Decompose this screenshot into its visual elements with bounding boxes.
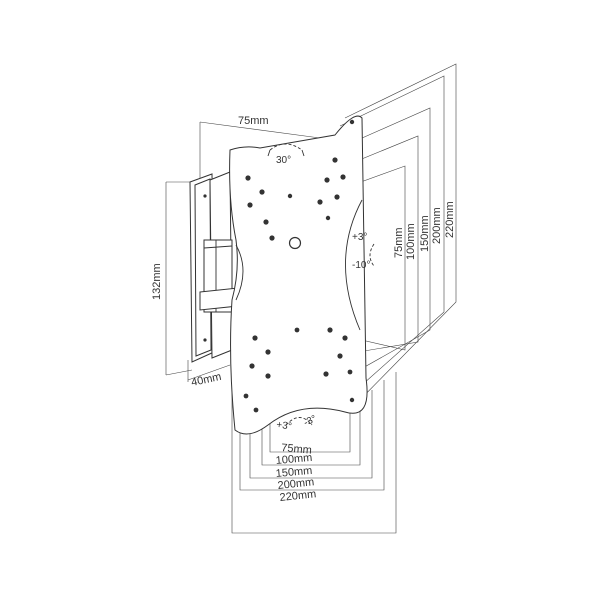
vesa-horizontal-150: 150mm	[275, 465, 313, 480]
depth-label: 40mm	[190, 371, 222, 389]
side-tilt-up-label: +3°	[352, 232, 367, 243]
rotation-arc	[285, 417, 313, 426]
rotate-plus-label: +3°	[276, 420, 293, 433]
depth-dimension	[187, 360, 231, 382]
vesa-horizontal-220: 220mm	[279, 488, 317, 504]
side-tilt-down-label: -10°	[352, 260, 370, 271]
tilt-arc	[267, 143, 305, 157]
top-width-label: 75mm	[238, 115, 269, 127]
vesa-vertical-100: 100mm	[405, 223, 417, 260]
vertical-dimension-lines	[324, 63, 457, 411]
height-label: 132mm	[151, 263, 163, 300]
height-dimension	[165, 181, 193, 376]
plate-holes	[243, 119, 355, 413]
vesa-vertical-220: 220mm	[444, 201, 456, 238]
tilt-angle-label: 30°	[276, 155, 291, 166]
vesa-vertical-150: 150mm	[419, 215, 431, 252]
center-hole	[288, 236, 302, 250]
vesa-vertical-75: 75mm	[393, 227, 405, 258]
vesa-horizontal-75: 75mm	[281, 442, 312, 457]
side-tilt-arc	[369, 243, 375, 267]
vesa-line-100-vertical	[329, 135, 419, 356]
vesa-line-200-vertical	[339, 75, 445, 401]
wall-bracket	[189, 171, 239, 363]
vesa-horizontal-200: 200mm	[277, 476, 315, 492]
vesa-line-220-vertical	[344, 63, 457, 411]
vesa-horizontal-100: 100mm	[275, 452, 313, 467]
vesa-mounting-plate	[229, 115, 368, 435]
vesa-line-75-vertical	[324, 165, 406, 351]
vesa-line-150-vertical	[334, 107, 431, 379]
vesa-vertical-200: 200mm	[431, 207, 443, 244]
vesa-line-220-horizontal	[231, 372, 397, 534]
rotate-minus-label: -3°	[302, 413, 318, 428]
